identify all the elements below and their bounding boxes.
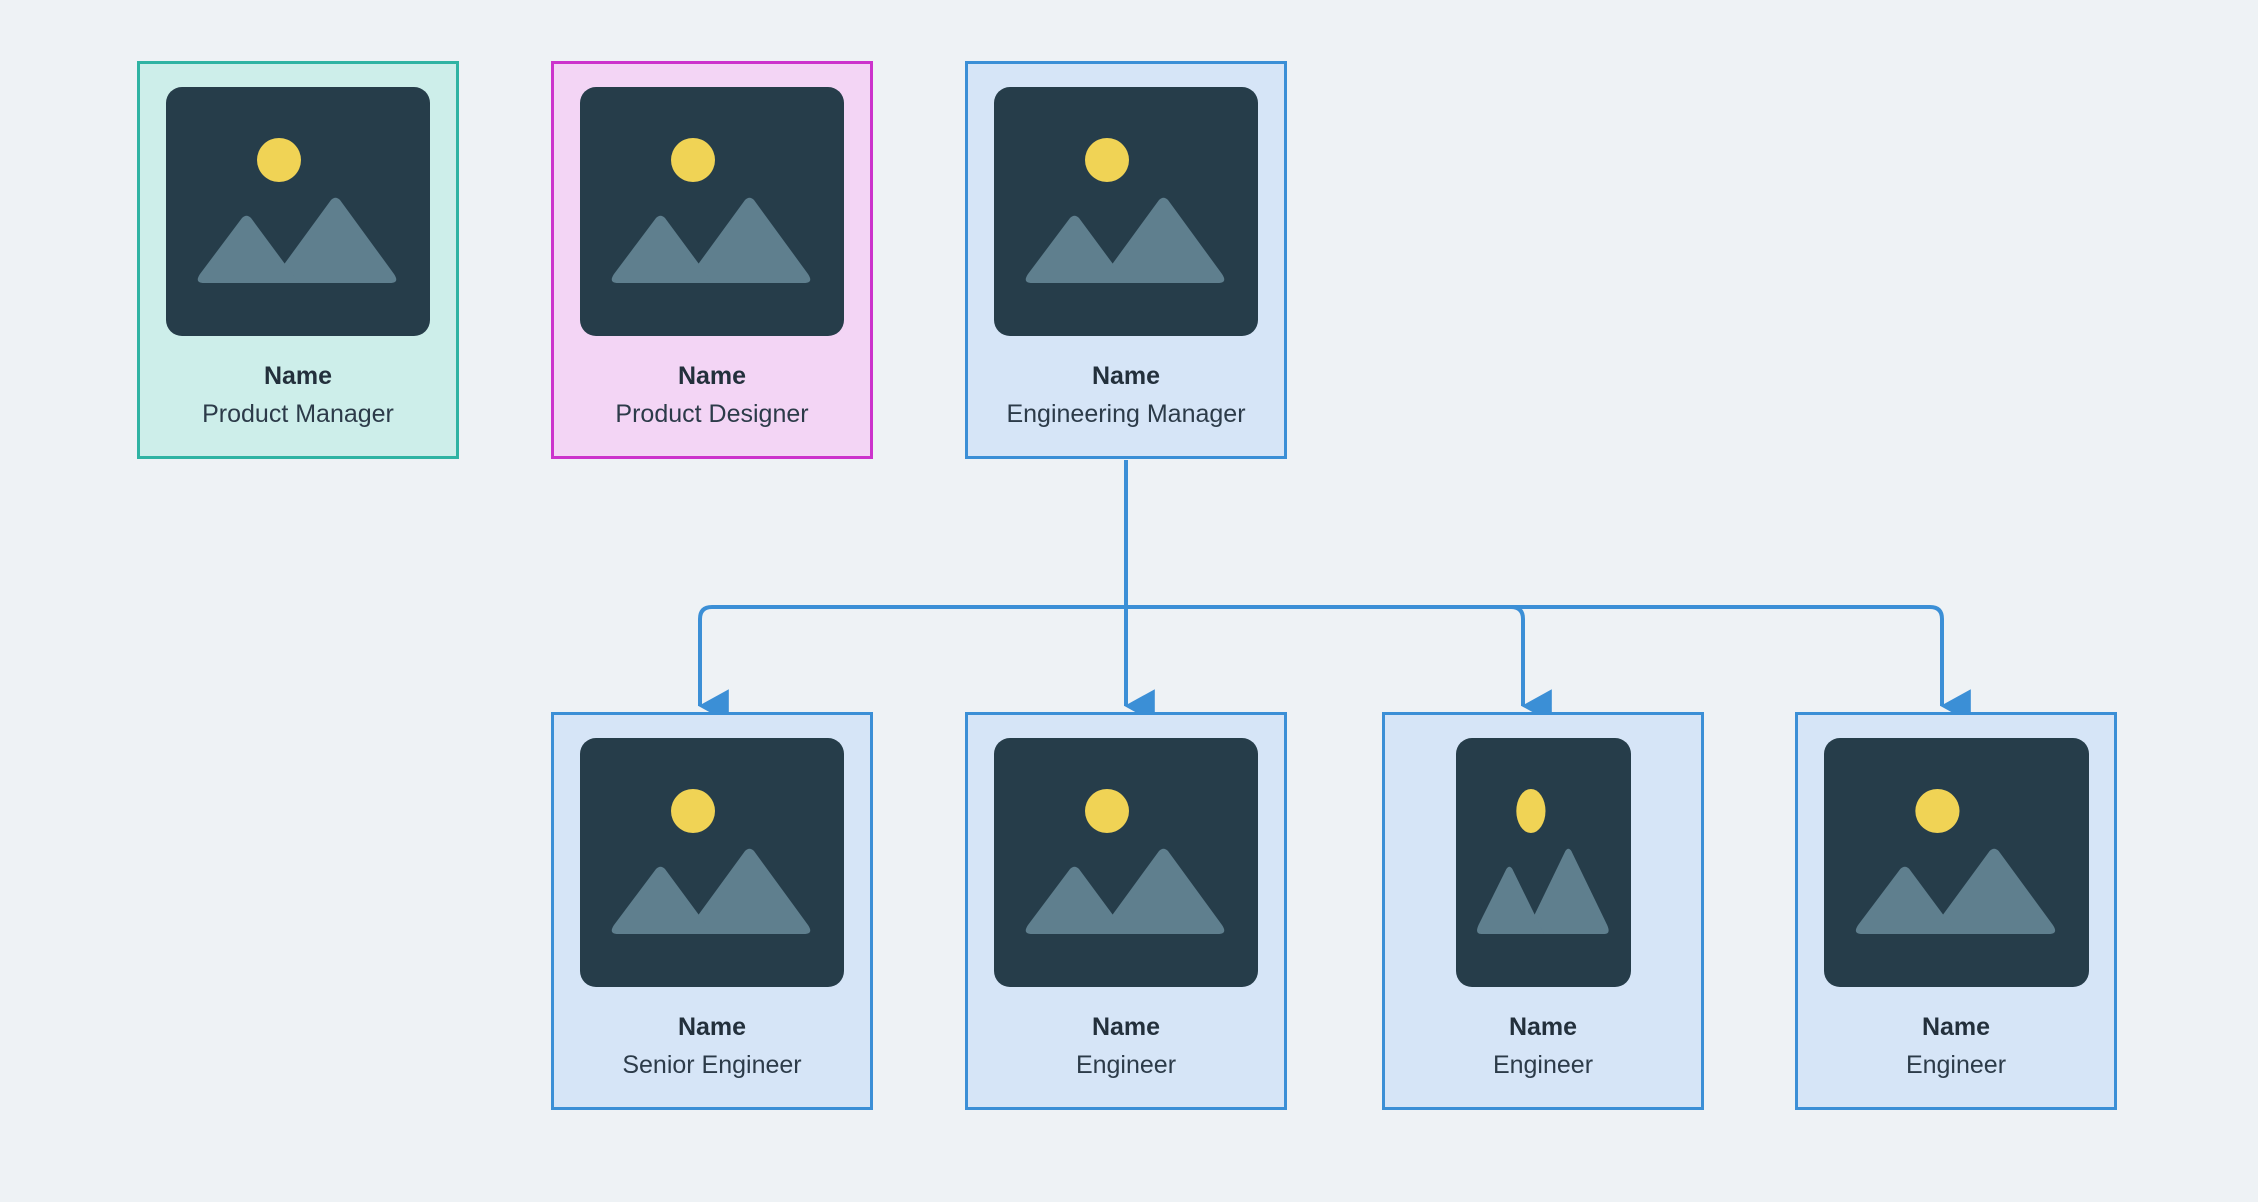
sun-icon <box>257 138 301 182</box>
card-role: Product Designer <box>615 399 809 428</box>
node-card-engineer-2[interactable]: Name Engineer <box>1382 712 1704 1110</box>
card-role: Engineer <box>1905 1050 2007 1079</box>
node-card-engineering-manager[interactable]: Name Engineering Manager <box>965 61 1287 459</box>
image-placeholder-icon <box>994 87 1258 336</box>
mountain-icon <box>1855 848 2055 934</box>
card-name: Name <box>1091 1013 1161 1041</box>
card-name: Name <box>677 1013 747 1041</box>
connector-drop-3 <box>1929 605 1971 723</box>
card-role: Engineer <box>1492 1050 1594 1079</box>
image-placeholder-icon <box>580 87 844 336</box>
sun-icon <box>671 138 715 182</box>
mountain-icon <box>1025 197 1225 283</box>
image-placeholder-icon <box>1823 738 2089 987</box>
mountain-icon <box>1476 848 1609 934</box>
mountain-icon <box>611 197 811 283</box>
node-card-senior-engineer[interactable]: Name Senior Engineer <box>551 712 873 1110</box>
node-card-product-manager[interactable]: Name Product Manager <box>137 61 459 459</box>
card-role: Engineer <box>1075 1050 1177 1079</box>
mountain-icon <box>611 848 811 934</box>
image-placeholder-glyph <box>1025 789 1225 934</box>
image-placeholder-glyph <box>1855 789 2055 934</box>
image-placeholder-glyph <box>1025 138 1225 283</box>
image-placeholder-icon <box>994 738 1258 987</box>
mountain-icon <box>1025 848 1225 934</box>
connector-drop-0 <box>698 605 729 723</box>
node-card-engineer-3[interactable]: Name Engineer <box>1795 712 2117 1110</box>
card-role: Product Manager <box>202 399 394 428</box>
node-card-engineer-1[interactable]: Name Engineer <box>965 712 1287 1110</box>
card-name: Name <box>677 362 747 390</box>
node-card-product-designer[interactable]: Name Product Designer <box>551 61 873 459</box>
sun-icon <box>1515 789 1545 833</box>
image-placeholder-icon <box>166 87 430 336</box>
sun-icon <box>1085 789 1129 833</box>
image-placeholder-icon <box>580 738 844 987</box>
sun-icon <box>1914 789 1960 833</box>
card-name: Name <box>1508 1013 1578 1041</box>
image-placeholder-glyph <box>197 138 397 283</box>
card-name: Name <box>263 362 333 390</box>
mountain-icon <box>197 197 397 283</box>
card-name: Name <box>1091 362 1161 390</box>
image-placeholder-glyph <box>611 138 811 283</box>
image-placeholder-glyph <box>1476 789 1609 934</box>
sun-icon <box>1085 138 1129 182</box>
card-role: Senior Engineer <box>622 1050 802 1079</box>
connector-drop-2 <box>1510 605 1552 723</box>
sun-icon <box>671 789 715 833</box>
card-role: Engineering Manager <box>1006 399 1246 428</box>
image-placeholder-icon <box>1455 738 1631 987</box>
image-placeholder-glyph <box>611 789 811 934</box>
card-name: Name <box>1921 1013 1991 1041</box>
